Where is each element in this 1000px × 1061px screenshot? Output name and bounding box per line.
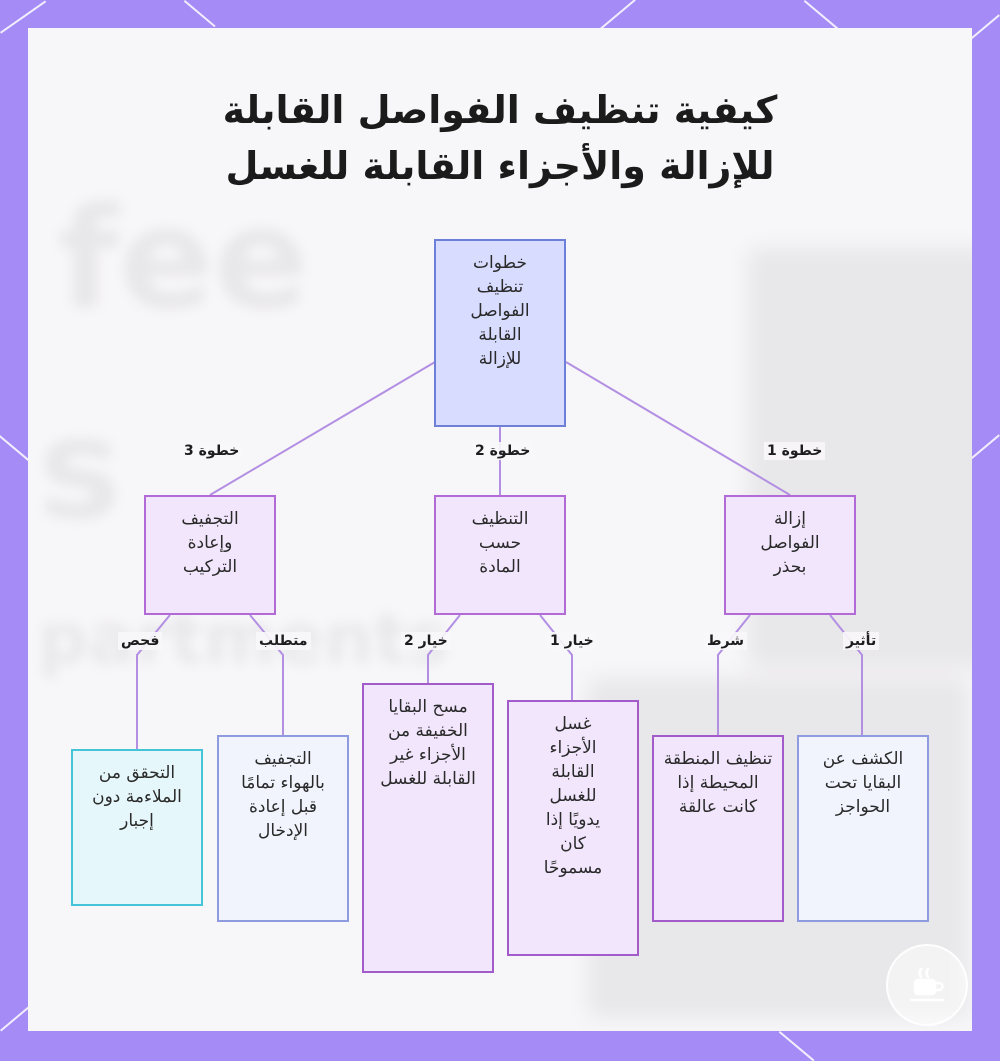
title-line-2: للإزالة والأجزاء القابلة للغسل xyxy=(225,144,775,188)
step2-node: التنظيف حسب المادة xyxy=(434,495,566,615)
coffee-cup-icon xyxy=(886,944,968,1026)
leaf-sticky-label: تنظيف المنطقة المحيطة إذا كانت عالقة xyxy=(663,749,773,817)
leaf-wash-label: غسل الأجزاء القابلة للغسل يدويًا إذا كان… xyxy=(543,714,603,878)
edge-label-option2: خيار 2 xyxy=(401,632,451,650)
root-node: خطوات تنظيف الفواصل القابلة للإزالة xyxy=(434,239,566,427)
leaf-fit-label: التحقق من الملاءمة دون إجبار xyxy=(92,763,182,831)
connector-root-step3 xyxy=(209,361,436,496)
edge-label-step3: خطوة 3 xyxy=(181,442,243,460)
leaf-wash-node: غسل الأجزاء القابلة للغسل يدويًا إذا كان… xyxy=(507,700,639,956)
leaf-residue-label: الكشف عن البقايا تحت الحواجز xyxy=(822,749,904,817)
edge-label-check: فحص xyxy=(118,632,163,650)
edge-label-step1: خطوة 1 xyxy=(764,442,826,460)
step1-node-label: إزالة الفواصل بحذر xyxy=(760,509,820,577)
background-word-fee: fee xyxy=(58,178,309,341)
background-word-s: s xyxy=(38,388,122,551)
edge-label-condition: شرط xyxy=(704,632,748,650)
edge-label-effect: تأثير xyxy=(843,632,880,650)
leaf-fit-node: التحقق من الملاءمة دون إجبار xyxy=(71,749,203,906)
edge-label-option1: خيار 1 xyxy=(547,632,597,650)
step1-node: إزالة الفواصل بحذر xyxy=(724,495,856,615)
edge-label-step2: خطوة 2 xyxy=(472,442,534,460)
connector-step2-wash xyxy=(539,614,573,700)
step3-node-label: التجفيف وإعادة التركيب xyxy=(181,509,239,577)
leaf-residue-node: الكشف عن البقايا تحت الحواجز xyxy=(797,735,929,922)
leaf-wipe-label: مسح البقايا الخفيفة من الأجزاء غير القاب… xyxy=(380,697,476,789)
edge-label-requirement: متطلب xyxy=(256,632,311,650)
step2-node-label: التنظيف حسب المادة xyxy=(471,509,529,577)
connector-step3-dry xyxy=(249,614,284,735)
title-line-1: كيفية تنظيف الفواصل القابلة xyxy=(222,88,778,132)
root-node-label: خطوات تنظيف الفواصل القابلة للإزالة xyxy=(470,253,530,369)
step3-node: التجفيف وإعادة التركيب xyxy=(144,495,276,615)
connector-root-step1 xyxy=(565,361,791,496)
connector-step1-residue xyxy=(829,614,863,735)
connector-step3-fit xyxy=(136,614,171,749)
leaf-dry-node: التجفيف بالهواء تمامًا قبل إعادة الإدخال xyxy=(217,735,349,922)
connector-step2-wipe xyxy=(427,614,461,683)
connector-step1-sticky xyxy=(717,614,751,735)
diagram-title: كيفية تنظيف الفواصل القابلة للإزالة والأ… xyxy=(0,82,1000,194)
leaf-sticky-node: تنظيف المنطقة المحيطة إذا كانت عالقة xyxy=(652,735,784,922)
leaf-wipe-node: مسح البقايا الخفيفة من الأجزاء غير القاب… xyxy=(362,683,494,973)
leaf-dry-label: التجفيف بالهواء تمامًا قبل إعادة الإدخال xyxy=(241,749,325,841)
